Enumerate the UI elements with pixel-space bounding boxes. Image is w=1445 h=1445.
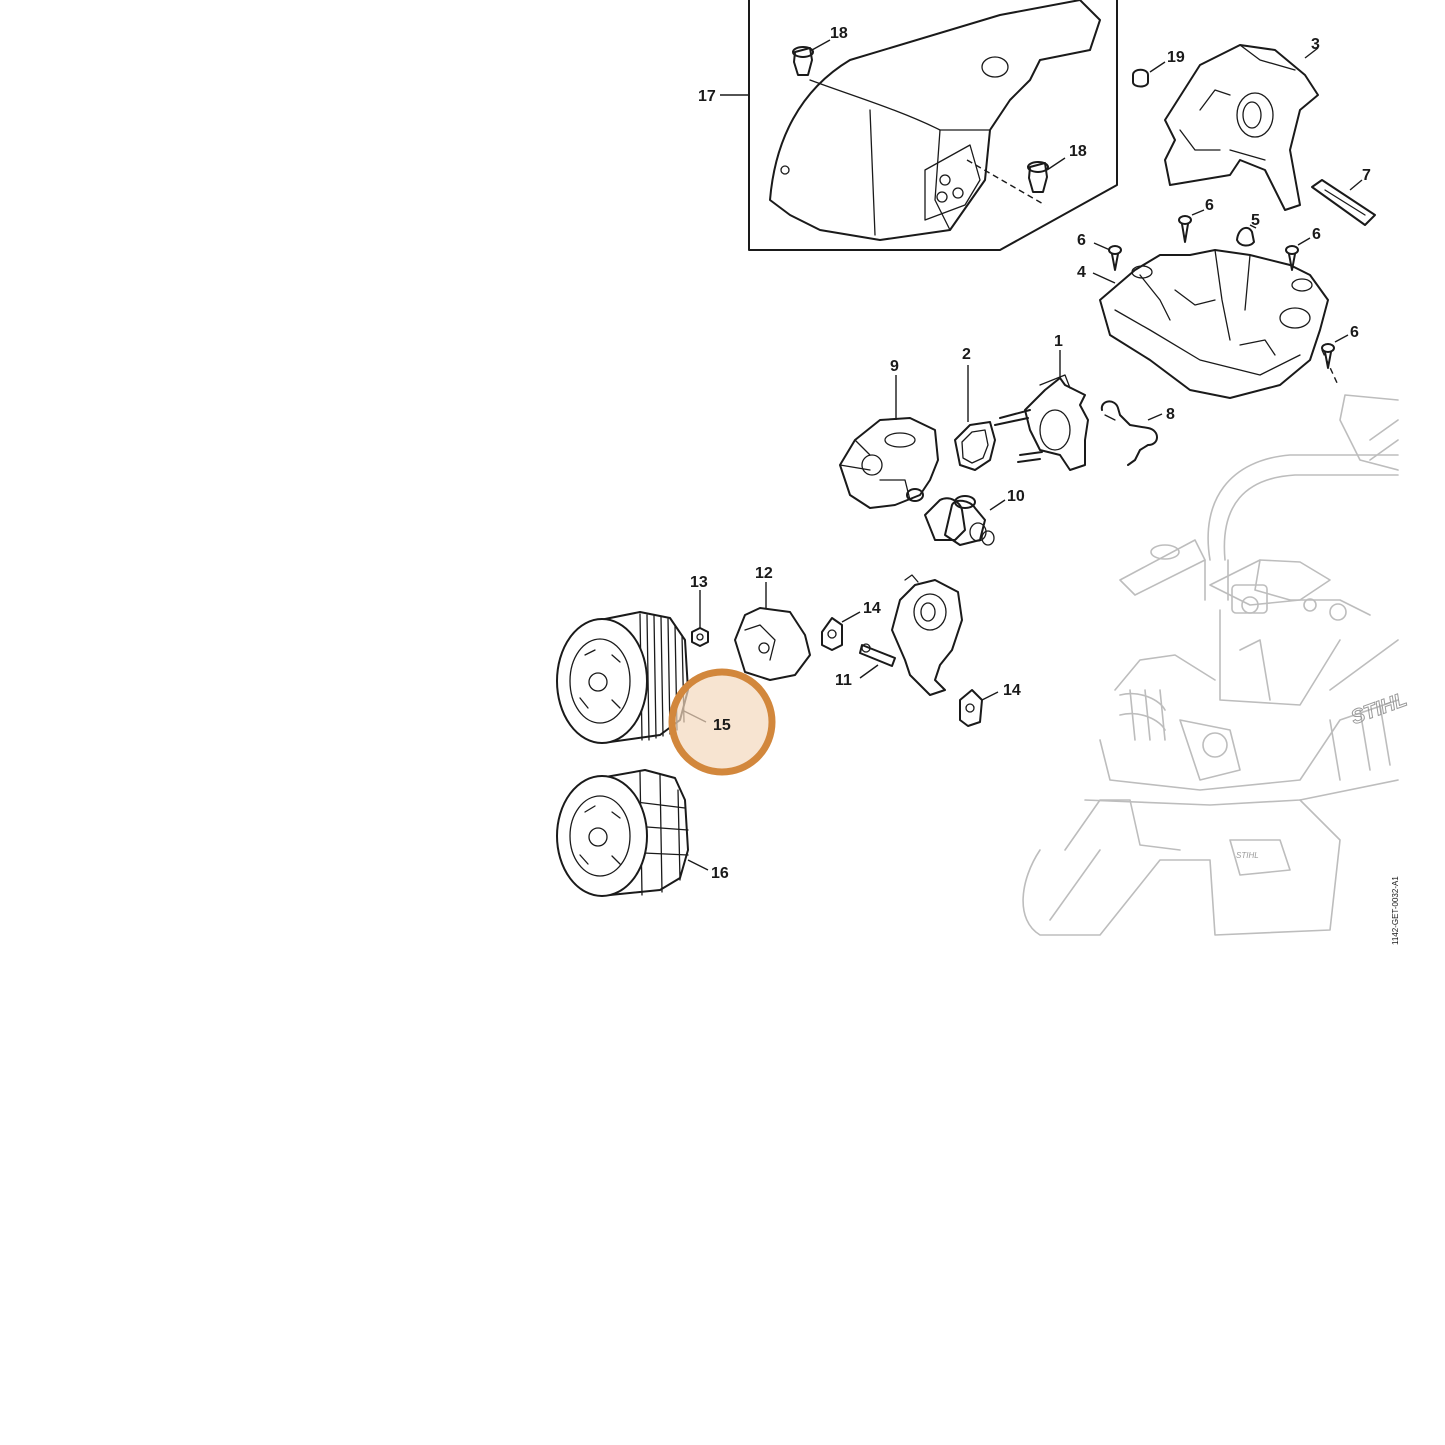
callout-1[interactable]: 1 (1054, 333, 1063, 350)
callout-7[interactable]: 7 (1362, 167, 1371, 184)
callout-2[interactable]: 2 (962, 346, 971, 363)
part-6-screw-a[interactable] (1178, 215, 1192, 243)
callout-15[interactable]: 15 (713, 717, 731, 734)
callout-12[interactable]: 12 (755, 565, 773, 582)
callout-6-c[interactable]: 6 (1312, 226, 1321, 243)
callout-14-upper[interactable]: 14 (863, 600, 881, 617)
document-id: 1142-GET-0032-A1 (1391, 876, 1400, 945)
stihl-background-logo-small: STIHL (1236, 851, 1259, 860)
part-6-screw-c[interactable] (1285, 245, 1299, 271)
part-12-housing[interactable] (734, 607, 811, 681)
callout-18-bottom[interactable]: 18 (1069, 143, 1087, 160)
callout-6-d[interactable]: 6 (1350, 324, 1359, 341)
callout-17[interactable]: 17 (698, 88, 716, 105)
part-14-clip-upper[interactable] (821, 617, 843, 651)
callout-5[interactable]: 5 (1251, 212, 1260, 229)
part-13-nut[interactable] (691, 627, 709, 647)
callout-13[interactable]: 13 (690, 574, 708, 591)
callout-6-b[interactable]: 6 (1077, 232, 1086, 249)
chainsaw-background-outline: STIHL STIHL (1022, 394, 1410, 936)
part-18-screw-bottom[interactable] (1027, 161, 1049, 193)
part-10-rollers[interactable] (924, 495, 995, 546)
part-6-screw-b[interactable] (1108, 245, 1122, 271)
part-5-plug[interactable] (1236, 226, 1255, 247)
part-9-carburetor[interactable] (839, 417, 939, 509)
part-filter-holder[interactable] (891, 574, 963, 696)
part-17-shroud-box[interactable] (748, 0, 1118, 251)
callout-10[interactable]: 10 (1007, 488, 1025, 505)
callout-4[interactable]: 4 (1077, 264, 1086, 281)
part-7-strip[interactable] (1311, 179, 1376, 226)
part-15-air-filter[interactable] (556, 611, 689, 744)
callout-8[interactable]: 8 (1166, 406, 1175, 423)
highlight-marker-15[interactable] (668, 668, 776, 776)
stihl-background-logo: STIHL (1348, 689, 1410, 729)
part-18-screw-top[interactable] (792, 46, 814, 76)
part-16-air-filter[interactable] (556, 769, 689, 897)
part-6-screw-d[interactable] (1321, 343, 1339, 386)
callout-3[interactable]: 3 (1311, 36, 1320, 53)
callout-6-a[interactable]: 6 (1205, 197, 1214, 214)
part-3-cover[interactable] (1164, 44, 1319, 211)
callout-11[interactable]: 11 (835, 672, 852, 689)
part-19-plug[interactable] (1132, 68, 1149, 88)
callout-18-top[interactable]: 18 (830, 25, 848, 42)
callout-9[interactable]: 9 (890, 358, 899, 375)
part-8-hose[interactable] (1100, 400, 1158, 466)
callout-14-lower[interactable]: 14 (1003, 682, 1021, 699)
callout-16[interactable]: 16 (711, 865, 729, 882)
part-4-filter-base[interactable] (1099, 249, 1329, 399)
part-2-gasket[interactable] (954, 421, 996, 471)
part-14-clip-lower[interactable] (959, 689, 983, 727)
callout-labels: 17 18 18 19 3 7 6 5 6 6 4 6 1 2 9 8 10 1… (690, 25, 1371, 882)
part-1-manifold[interactable] (994, 374, 1089, 471)
part-11-pin[interactable] (859, 643, 896, 667)
callout-19[interactable]: 19 (1167, 49, 1185, 66)
